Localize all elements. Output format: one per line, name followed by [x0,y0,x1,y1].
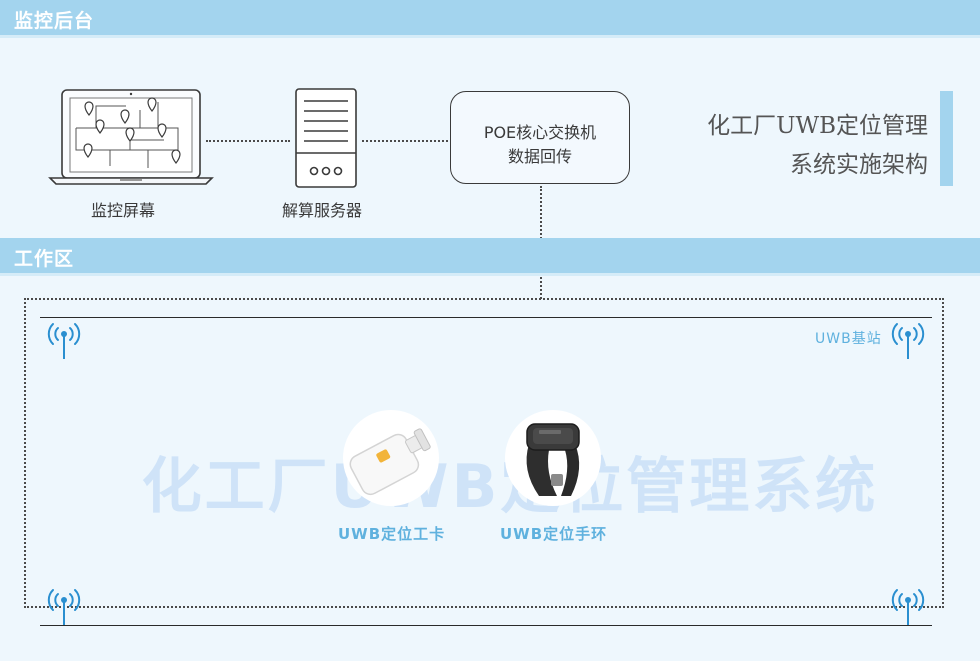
antenna-icon [47,589,81,625]
work-card-circle [343,410,439,506]
wristband-circle [505,410,601,506]
zone-top-line [40,317,932,318]
monitor-screen-label: 监控屏幕 [91,201,156,220]
poe-switch-box: POE核心交换机 数据回传 [450,91,630,184]
product-label-wristband: UWB定位手环 [500,525,608,543]
product-label-work-card: UWB定位工卡 [338,525,446,543]
work-area-title: 工作区 [14,248,75,270]
switch-label-line1: POE核心交换机 [483,123,597,142]
backend-title: 监控后台 [14,10,95,32]
antenna-icon [47,323,81,359]
architecture-title-line1: 化工厂UWB定位管理 [707,113,928,139]
compute-server-label: 解算服务器 [282,201,363,220]
connector-laptop-server [206,140,290,142]
base-station-label: UWB基站 [815,331,882,347]
antenna-icon [891,323,925,359]
zone-bottom-line [40,625,932,626]
zone-frame-right [942,298,944,608]
work-area-divider [0,273,980,276]
wristband-icon [526,423,580,496]
antenna-icon [891,589,925,625]
server-icon [295,88,357,188]
laptop-map-icon [48,89,214,185]
header-divider [0,35,980,38]
zone-frame-left [24,298,26,608]
system-watermark: 化工厂UWB定位管理系统 [141,452,879,522]
architecture-accent-bar [940,91,953,186]
zone-frame-bottom [24,606,944,608]
work-area-header: 工作区 [0,238,980,273]
zone-frame-top [24,298,944,300]
work-card-icon [349,428,431,496]
backend-header: 监控后台 [0,0,980,35]
architecture-title-line2: 系统实施架构 [790,152,928,178]
connector-server-switch [362,140,448,142]
switch-label-line2: 数据回传 [507,147,572,166]
